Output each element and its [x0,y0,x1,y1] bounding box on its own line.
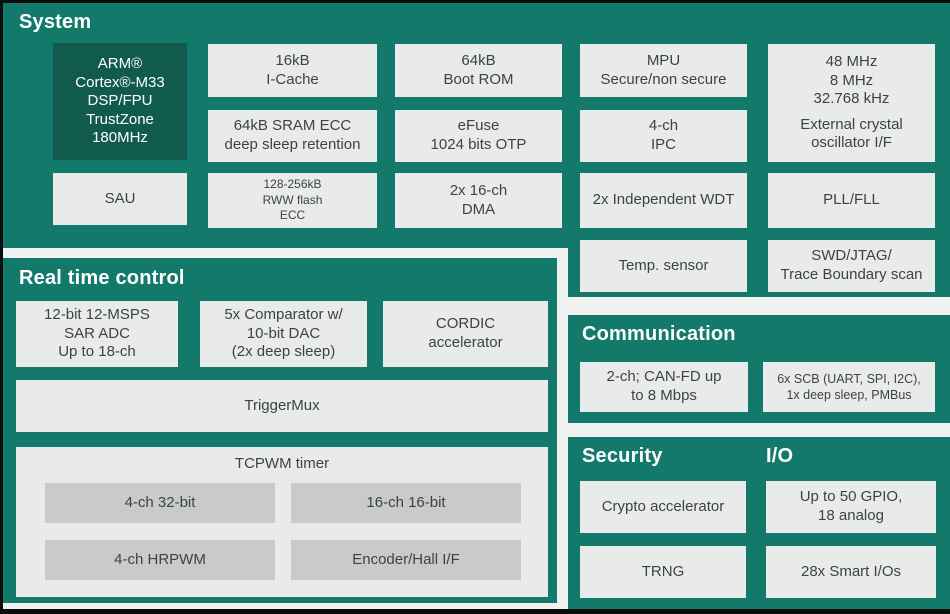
block-trigger-mux: TriggerMux [16,380,548,432]
block-encoder-hall: Encoder/Hall I/F [291,540,521,580]
block-wdt: 2x Independent WDT [580,173,747,228]
block-tcpwm-32bit: 4-ch 32-bit [45,483,275,523]
block-icache: 16kB I-Cache [208,44,377,97]
block-sar-adc: 12-bit 12-MSPS SAR ADC Up to 18-ch [16,301,178,367]
block-gpio: Up to 50 GPIO, 18 analog [766,481,936,533]
block-arm-core: ARM® Cortex®-M33 DSP/FPU TrustZone 180MH… [53,43,187,160]
block-boot-rom: 64kB Boot ROM [395,44,562,97]
block-smart-io: 28x Smart I/Os [766,546,936,598]
block-pll-fll: PLL/FLL [768,173,935,228]
block-rww-flash: 128-256kB RWW flash ECC [208,173,377,228]
block-sram-ecc: 64kB SRAM ECC deep sleep retention [208,110,377,162]
block-crystal-osc: 48 MHz 8 MHz 32.768 kHz External crystal… [768,44,935,162]
block-ipc: 4-ch IPC [580,110,747,162]
security-title: Security [582,445,663,467]
crystal-osc-label: External crystal oscillator I/F [800,115,903,152]
block-crypto-accelerator: Crypto accelerator [580,481,746,533]
real-time-control-title: Real time control [19,267,185,289]
block-mpu: MPU Secure/non secure [580,44,747,97]
system-title: System [19,11,92,33]
block-swd-jtag: SWD/JTAG/ Trace Boundary scan [768,240,935,292]
block-tcpwm-16bit: 16-ch 16-bit [291,483,521,523]
block-can-fd: 2-ch; CAN-FD up to 8 Mbps [580,362,748,412]
block-comparator-dac: 5x Comparator w/ 10-bit DAC (2x deep sle… [200,301,367,367]
block-efuse: eFuse 1024 bits OTP [395,110,562,162]
block-trng: TRNG [580,546,746,598]
communication-title: Communication [582,323,736,345]
diagram-canvas: System ARM® Cortex®-M33 DSP/FPU TrustZon… [3,3,950,609]
crystal-clock-frequencies: 48 MHz 8 MHz 32.768 kHz [813,53,890,108]
block-scb: 6x SCB (UART, SPI, I2C), 1x deep sleep, … [763,362,935,412]
block-hrpwm: 4-ch HRPWM [45,540,275,580]
block-temp-sensor: Temp. sensor [580,240,747,292]
block-cordic: CORDIC accelerator [383,301,548,367]
io-title: I/O [766,445,794,467]
block-dma: 2x 16-ch DMA [395,173,562,228]
block-sau: SAU [53,173,187,225]
tcpwm-title: TCPWM timer [234,455,330,472]
